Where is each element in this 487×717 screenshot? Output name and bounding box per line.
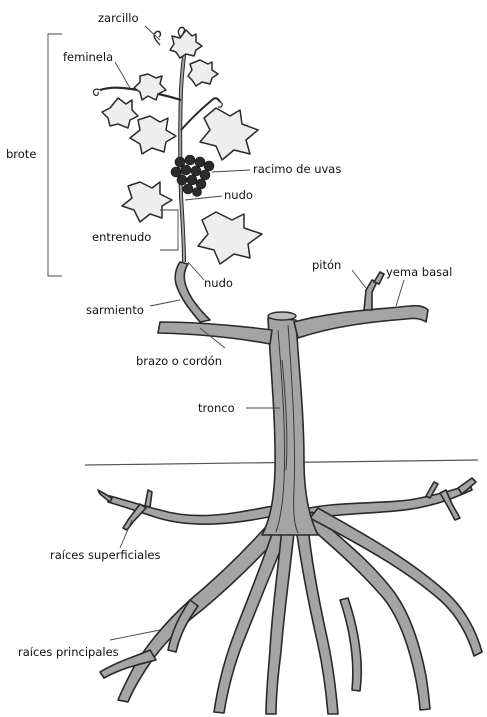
grape-cluster — [171, 155, 214, 197]
label-raices-principales: raíces principales — [18, 645, 119, 659]
label-brote: brote — [6, 147, 36, 161]
label-racimo: racimo de uvas — [253, 162, 341, 176]
label-brazo: brazo o cordón — [136, 354, 222, 368]
label-feminela: feminela — [63, 50, 113, 64]
label-nudo-lower: nudo — [204, 276, 233, 290]
label-yema-basal: yema basal — [386, 265, 452, 279]
label-tronco: tronco — [198, 401, 235, 415]
label-entrenudo: entrenudo — [92, 230, 151, 244]
label-piton: pitón — [312, 258, 341, 272]
label-zarcillo: zarcillo — [98, 11, 139, 25]
label-raices-superficiales: raíces superficiales — [50, 548, 160, 562]
trunk — [262, 312, 318, 535]
label-nudo-upper: nudo — [224, 188, 253, 202]
label-sarmiento: sarmiento — [86, 303, 144, 317]
